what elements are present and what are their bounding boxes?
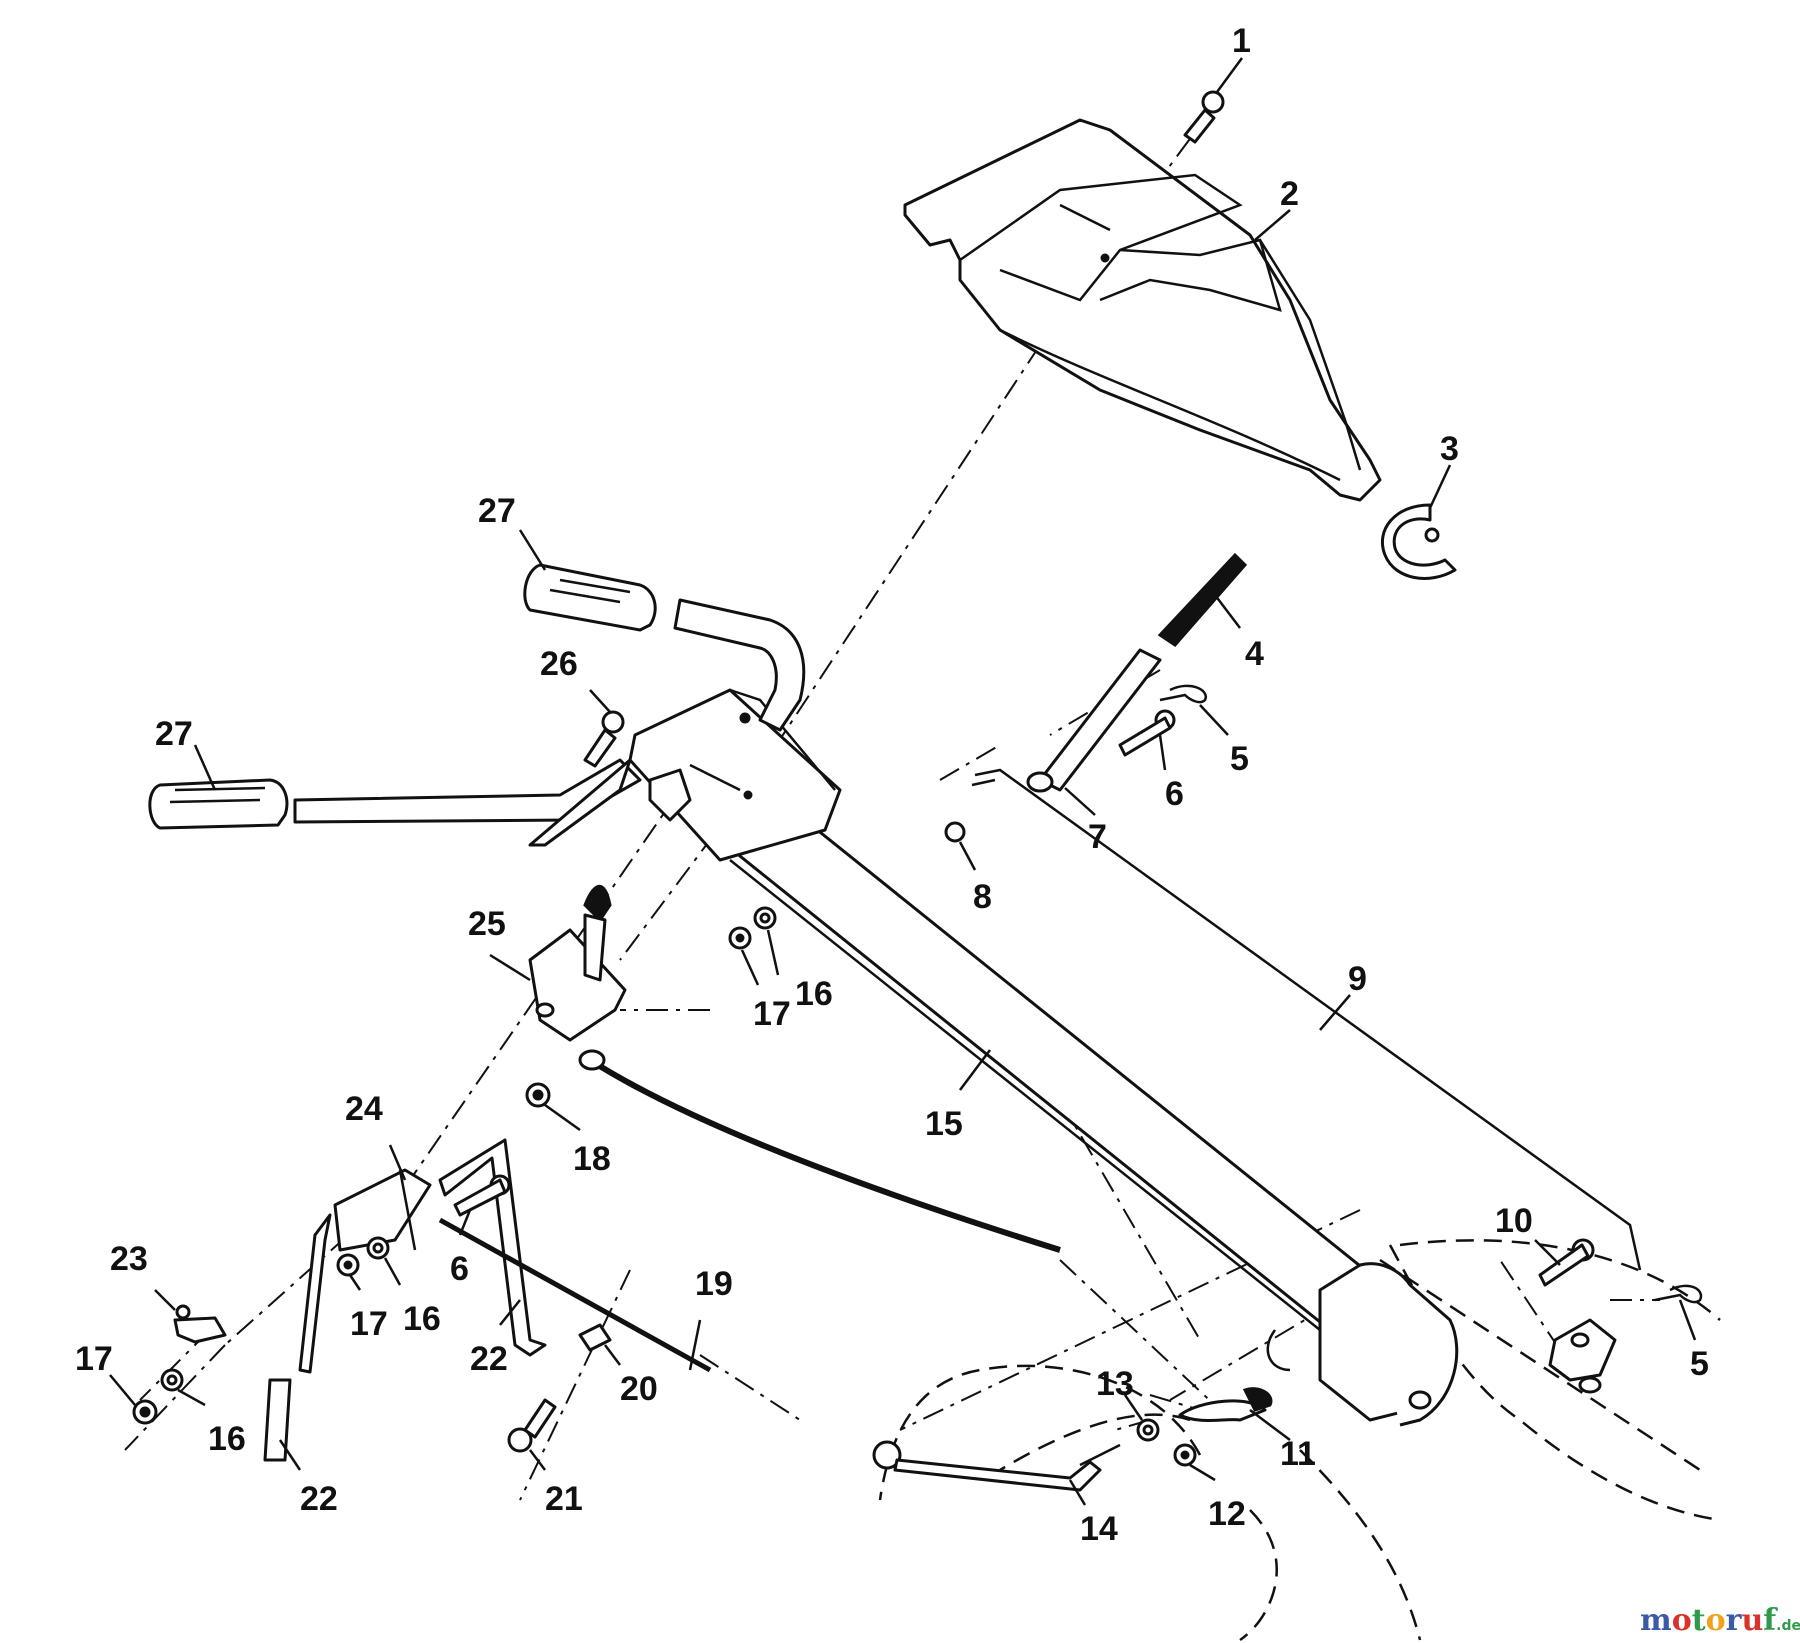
bolt-icon [1538, 1238, 1595, 1287]
washer-icon [753, 906, 777, 930]
watermark-letter: r [1726, 1603, 1743, 1638]
callout-16: 16 [403, 1300, 441, 1338]
retaining-ring-icon [1380, 503, 1457, 580]
callout-13: 13 [1096, 1365, 1134, 1403]
callout-4: 4 [1245, 635, 1264, 673]
shift-rod [872, 1440, 1121, 1492]
bolt-icon [1118, 709, 1176, 757]
callout-17: 17 [350, 1305, 388, 1343]
callout-26: 26 [540, 645, 578, 683]
watermark-letter: o [1672, 1603, 1692, 1638]
rod-22 [263, 1213, 332, 1462]
cotter-pin-icon [1654, 1284, 1703, 1304]
callout-5: 5 [1690, 1345, 1709, 1383]
bushing-icon [944, 821, 966, 843]
callout-16: 16 [208, 1420, 246, 1458]
switch-bracket [528, 884, 627, 1042]
rod-19 [438, 1217, 712, 1373]
cotter-pin-icon [1159, 684, 1207, 704]
nut-icon [132, 1399, 158, 1425]
callout-6: 6 [450, 1250, 469, 1288]
callout-22: 22 [300, 1480, 338, 1518]
callout-9: 9 [1348, 960, 1367, 998]
callout-24: 24 [345, 1090, 383, 1128]
svg-text:motoruf.de: motoruf.de [1640, 1603, 1800, 1638]
leader-lines [109, 57, 1697, 1506]
watermark-letter: o [1706, 1603, 1726, 1638]
callout-12: 12 [1208, 1495, 1246, 1533]
callout-6: 6 [1165, 775, 1184, 813]
watermark-letter: m [1640, 1603, 1672, 1638]
callout-8: 8 [973, 878, 992, 916]
swivel-bracket [1548, 1318, 1617, 1394]
bolt-icon [453, 1174, 511, 1217]
watermark-letter: u [1741, 1603, 1763, 1638]
nut-icon [336, 1253, 360, 1277]
callout-27: 27 [155, 715, 193, 753]
lever-grip-icon [1157, 552, 1248, 647]
grip-icon [523, 563, 657, 632]
connector-20 [578, 1323, 612, 1352]
callout-11: 11 [1280, 1435, 1316, 1473]
callout-15: 15 [925, 1105, 963, 1143]
callout-21: 21 [545, 1480, 583, 1518]
callout-18: 18 [573, 1140, 611, 1178]
callout-5: 5 [1230, 740, 1249, 778]
watermark-logo: motoruf.de [1640, 1603, 1800, 1638]
callouts: 1 2 3 4 5 5 6 6 7 8 9 10 11 12 13 14 15 … [75, 22, 1709, 1548]
watermark-letter: t [1692, 1603, 1706, 1638]
lever-icon [1026, 648, 1162, 793]
mounting-bracket [1266, 1262, 1459, 1427]
callout-23: 23 [110, 1240, 148, 1278]
callout-25: 25 [468, 905, 506, 943]
callout-17: 17 [753, 995, 791, 1033]
nut-icon [525, 1082, 551, 1108]
shroud-cover [903, 118, 1382, 502]
washer-icon [160, 1368, 184, 1392]
callout-1: 1 [1232, 22, 1251, 60]
screw-icon [583, 710, 625, 768]
control-rod [971, 768, 1642, 1271]
screw-icon [1183, 90, 1225, 144]
callout-17: 17 [75, 1340, 113, 1378]
bolt-icon [507, 1398, 557, 1453]
nut-icon [1173, 1443, 1197, 1467]
watermark-suffix: .de [1776, 1618, 1800, 1634]
callout-22: 22 [470, 1340, 508, 1378]
washer-icon [1136, 1418, 1160, 1442]
washer-icon [366, 1236, 390, 1260]
control-cable [578, 1049, 1061, 1253]
callout-19: 19 [695, 1265, 733, 1303]
nut-icon [728, 926, 752, 950]
bracket-24 [333, 1168, 432, 1252]
callout-2: 2 [1280, 175, 1299, 213]
handlebar-console [293, 598, 842, 862]
watermark-letter: f [1763, 1603, 1778, 1638]
callout-10: 10 [1495, 1202, 1533, 1240]
clip-icon [1178, 1387, 1273, 1422]
callout-27: 27 [478, 492, 516, 530]
callout-16: 16 [795, 975, 833, 1013]
callout-14: 14 [1080, 1510, 1118, 1548]
grip-icon [148, 778, 289, 830]
clip-icon [173, 1304, 227, 1344]
callout-3: 3 [1440, 430, 1459, 468]
callout-7: 7 [1088, 818, 1107, 856]
callout-20: 20 [620, 1370, 658, 1408]
